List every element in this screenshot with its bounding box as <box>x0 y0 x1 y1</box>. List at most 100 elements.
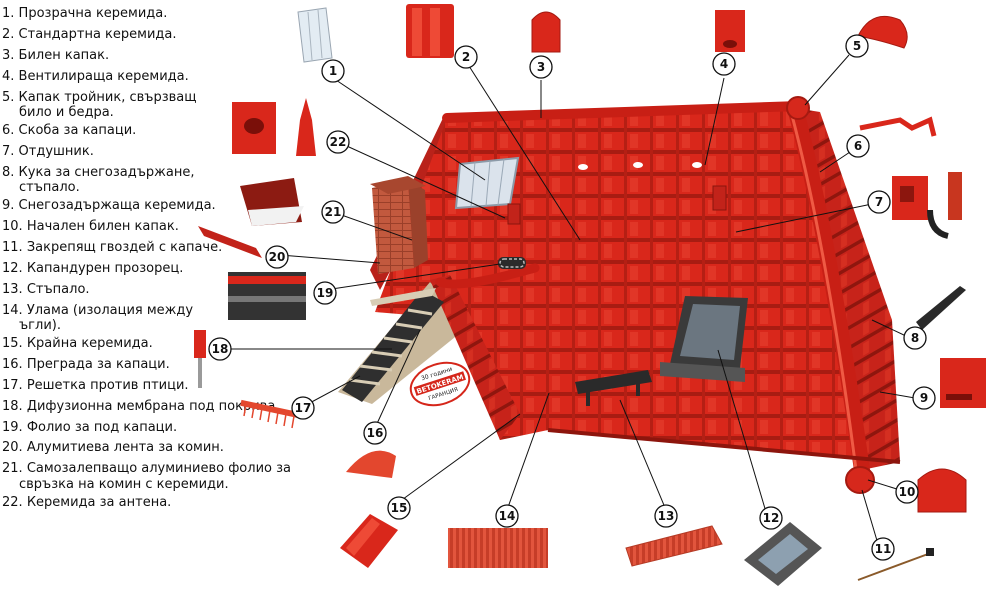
legend-item-text: Улама (изолация между <box>26 302 194 318</box>
leader-lines <box>230 54 916 545</box>
chimney <box>370 176 428 274</box>
svg-text:13: 13 <box>658 509 675 523</box>
legend-item-continuation: било и бедра. <box>19 104 114 120</box>
svg-text:8: 8 <box>911 331 919 345</box>
callout-9: 9 <box>912 386 936 410</box>
legend-item-number: 18. <box>2 398 23 414</box>
roof-step <box>575 370 652 406</box>
legend-item: 17. Решетка против птици. <box>2 378 302 393</box>
ridge-roll <box>498 257 526 269</box>
legend-item-text: Прозрачна керемида. <box>18 6 168 21</box>
svg-text:10: 10 <box>899 485 916 499</box>
roof-window <box>660 296 748 382</box>
legend-item: 3. Билен капак. <box>2 48 302 63</box>
antenna-tile-on-roof <box>507 203 521 225</box>
legend-item-continuation: свръзка на комин с керемиди. <box>19 476 229 492</box>
svg-text:1: 1 <box>329 64 337 78</box>
svg-text:2: 2 <box>462 50 470 64</box>
legend-item-text: Фолио за под капаци. <box>26 419 178 435</box>
legend-item-number: 21. <box>2 461 23 477</box>
svg-text:16: 16 <box>367 426 384 440</box>
callout-7: 7 <box>867 190 891 214</box>
callout-1: 1 <box>321 59 345 83</box>
legend-item-continuation: стъпало. <box>19 179 80 195</box>
svg-text:5: 5 <box>853 39 861 53</box>
legend-item-number: 5. <box>2 89 15 105</box>
legend-item-text: Алумитиева лента за комин. <box>26 440 224 456</box>
legend-item-number: 8. <box>2 164 15 180</box>
legend-item-text: Стандартна керемида. <box>18 26 177 42</box>
legend-item-text: Отдушник. <box>18 143 94 159</box>
legend-item-number: 14. <box>2 302 23 318</box>
svg-text:15: 15 <box>391 501 408 515</box>
starting-ridge-cap <box>845 466 875 494</box>
product-snow-tile <box>940 358 986 408</box>
legend-item-text: Начален билен капак. <box>26 219 179 235</box>
svg-text:12: 12 <box>763 511 780 525</box>
legend-item-text: Вентилираща керемида. <box>18 68 189 84</box>
callout-8: 8 <box>903 326 927 350</box>
product-starting-cap <box>917 468 967 513</box>
legend-item: 19. Фолио за под капаци. <box>2 420 302 435</box>
legend-item-number: 16. <box>2 356 23 372</box>
callout-5: 5 <box>845 34 869 58</box>
callout-22: 22 <box>326 130 350 154</box>
product-vent-set <box>892 172 962 239</box>
product-antenna-tile <box>232 98 316 156</box>
transparent-tile-on-roof <box>454 156 520 210</box>
legend-item-text: Скоба за капаци. <box>18 122 137 138</box>
vent-pipe-on-roof <box>712 185 727 211</box>
ridge-junction-cap <box>786 96 810 120</box>
legend-item-continuation: ъгли). <box>19 317 61 333</box>
product-snow-hook <box>916 286 966 330</box>
svg-text:7: 7 <box>875 195 883 209</box>
callout-19: 19 <box>313 281 337 305</box>
legend-item: 4. Вентилираща керемида. <box>2 69 302 84</box>
callout-16: 16 <box>363 421 387 445</box>
callout-4: 4 <box>712 52 736 76</box>
callout-6: 6 <box>846 134 870 158</box>
callout-18: 18 <box>208 337 232 361</box>
callout-20: 20 <box>265 245 289 269</box>
product-foil-roll <box>228 272 306 320</box>
legend-item-number: 22. <box>2 494 23 510</box>
legend-item-text: Крайна керемида. <box>26 336 153 352</box>
legend-item-text: Дифузионна мембрана под покрива. <box>26 398 280 414</box>
callout-15: 15 <box>387 496 411 520</box>
membrane <box>342 290 444 402</box>
legend-item-number: 4. <box>2 68 15 84</box>
product-valley <box>448 528 548 568</box>
legend-item-number: 1. <box>2 6 15 21</box>
vent-slots <box>578 162 702 170</box>
legend-item-number: 9. <box>2 198 15 214</box>
legend-item-text: Решетка против птици. <box>26 377 189 393</box>
legend-item-text: Самозалепващо алуминиево фолио за <box>26 461 291 477</box>
product-clip <box>859 116 937 137</box>
svg-text:9: 9 <box>920 391 928 405</box>
legend-item: 15. Крайна керемида. <box>2 336 302 351</box>
legend-item: 8. Кука за снегозадържане,стъпало. <box>2 165 302 195</box>
svg-text:3: 3 <box>537 60 545 74</box>
fascia <box>370 288 436 306</box>
legend-item-number: 19. <box>2 419 23 435</box>
legend-item-number: 11. <box>2 239 23 255</box>
legend-item: 11. Закрепящ гвоздей с капаче. <box>2 240 302 255</box>
callout-17: 17 <box>291 396 315 420</box>
product-eave-comb <box>346 450 396 478</box>
product-tee-cap <box>857 16 908 49</box>
svg-text:21: 21 <box>325 205 342 219</box>
battens <box>349 308 433 386</box>
product-standard-tile <box>406 4 454 58</box>
legend-item-text: Капак тройник, свързващ <box>18 89 197 105</box>
legend-item-number: 2. <box>2 26 15 42</box>
legend-item-text: Закрепящ гвоздей с капаче. <box>26 239 223 255</box>
legend-item: 20. Алумитиева лента за комин. <box>2 440 302 455</box>
svg-text:22: 22 <box>330 135 347 149</box>
legend-item-number: 3. <box>2 47 15 63</box>
product-chimney-band <box>198 226 262 258</box>
legend-item-text: Стъпало. <box>26 281 90 297</box>
callout-11: 11 <box>871 537 895 561</box>
eaves-line <box>547 428 901 464</box>
